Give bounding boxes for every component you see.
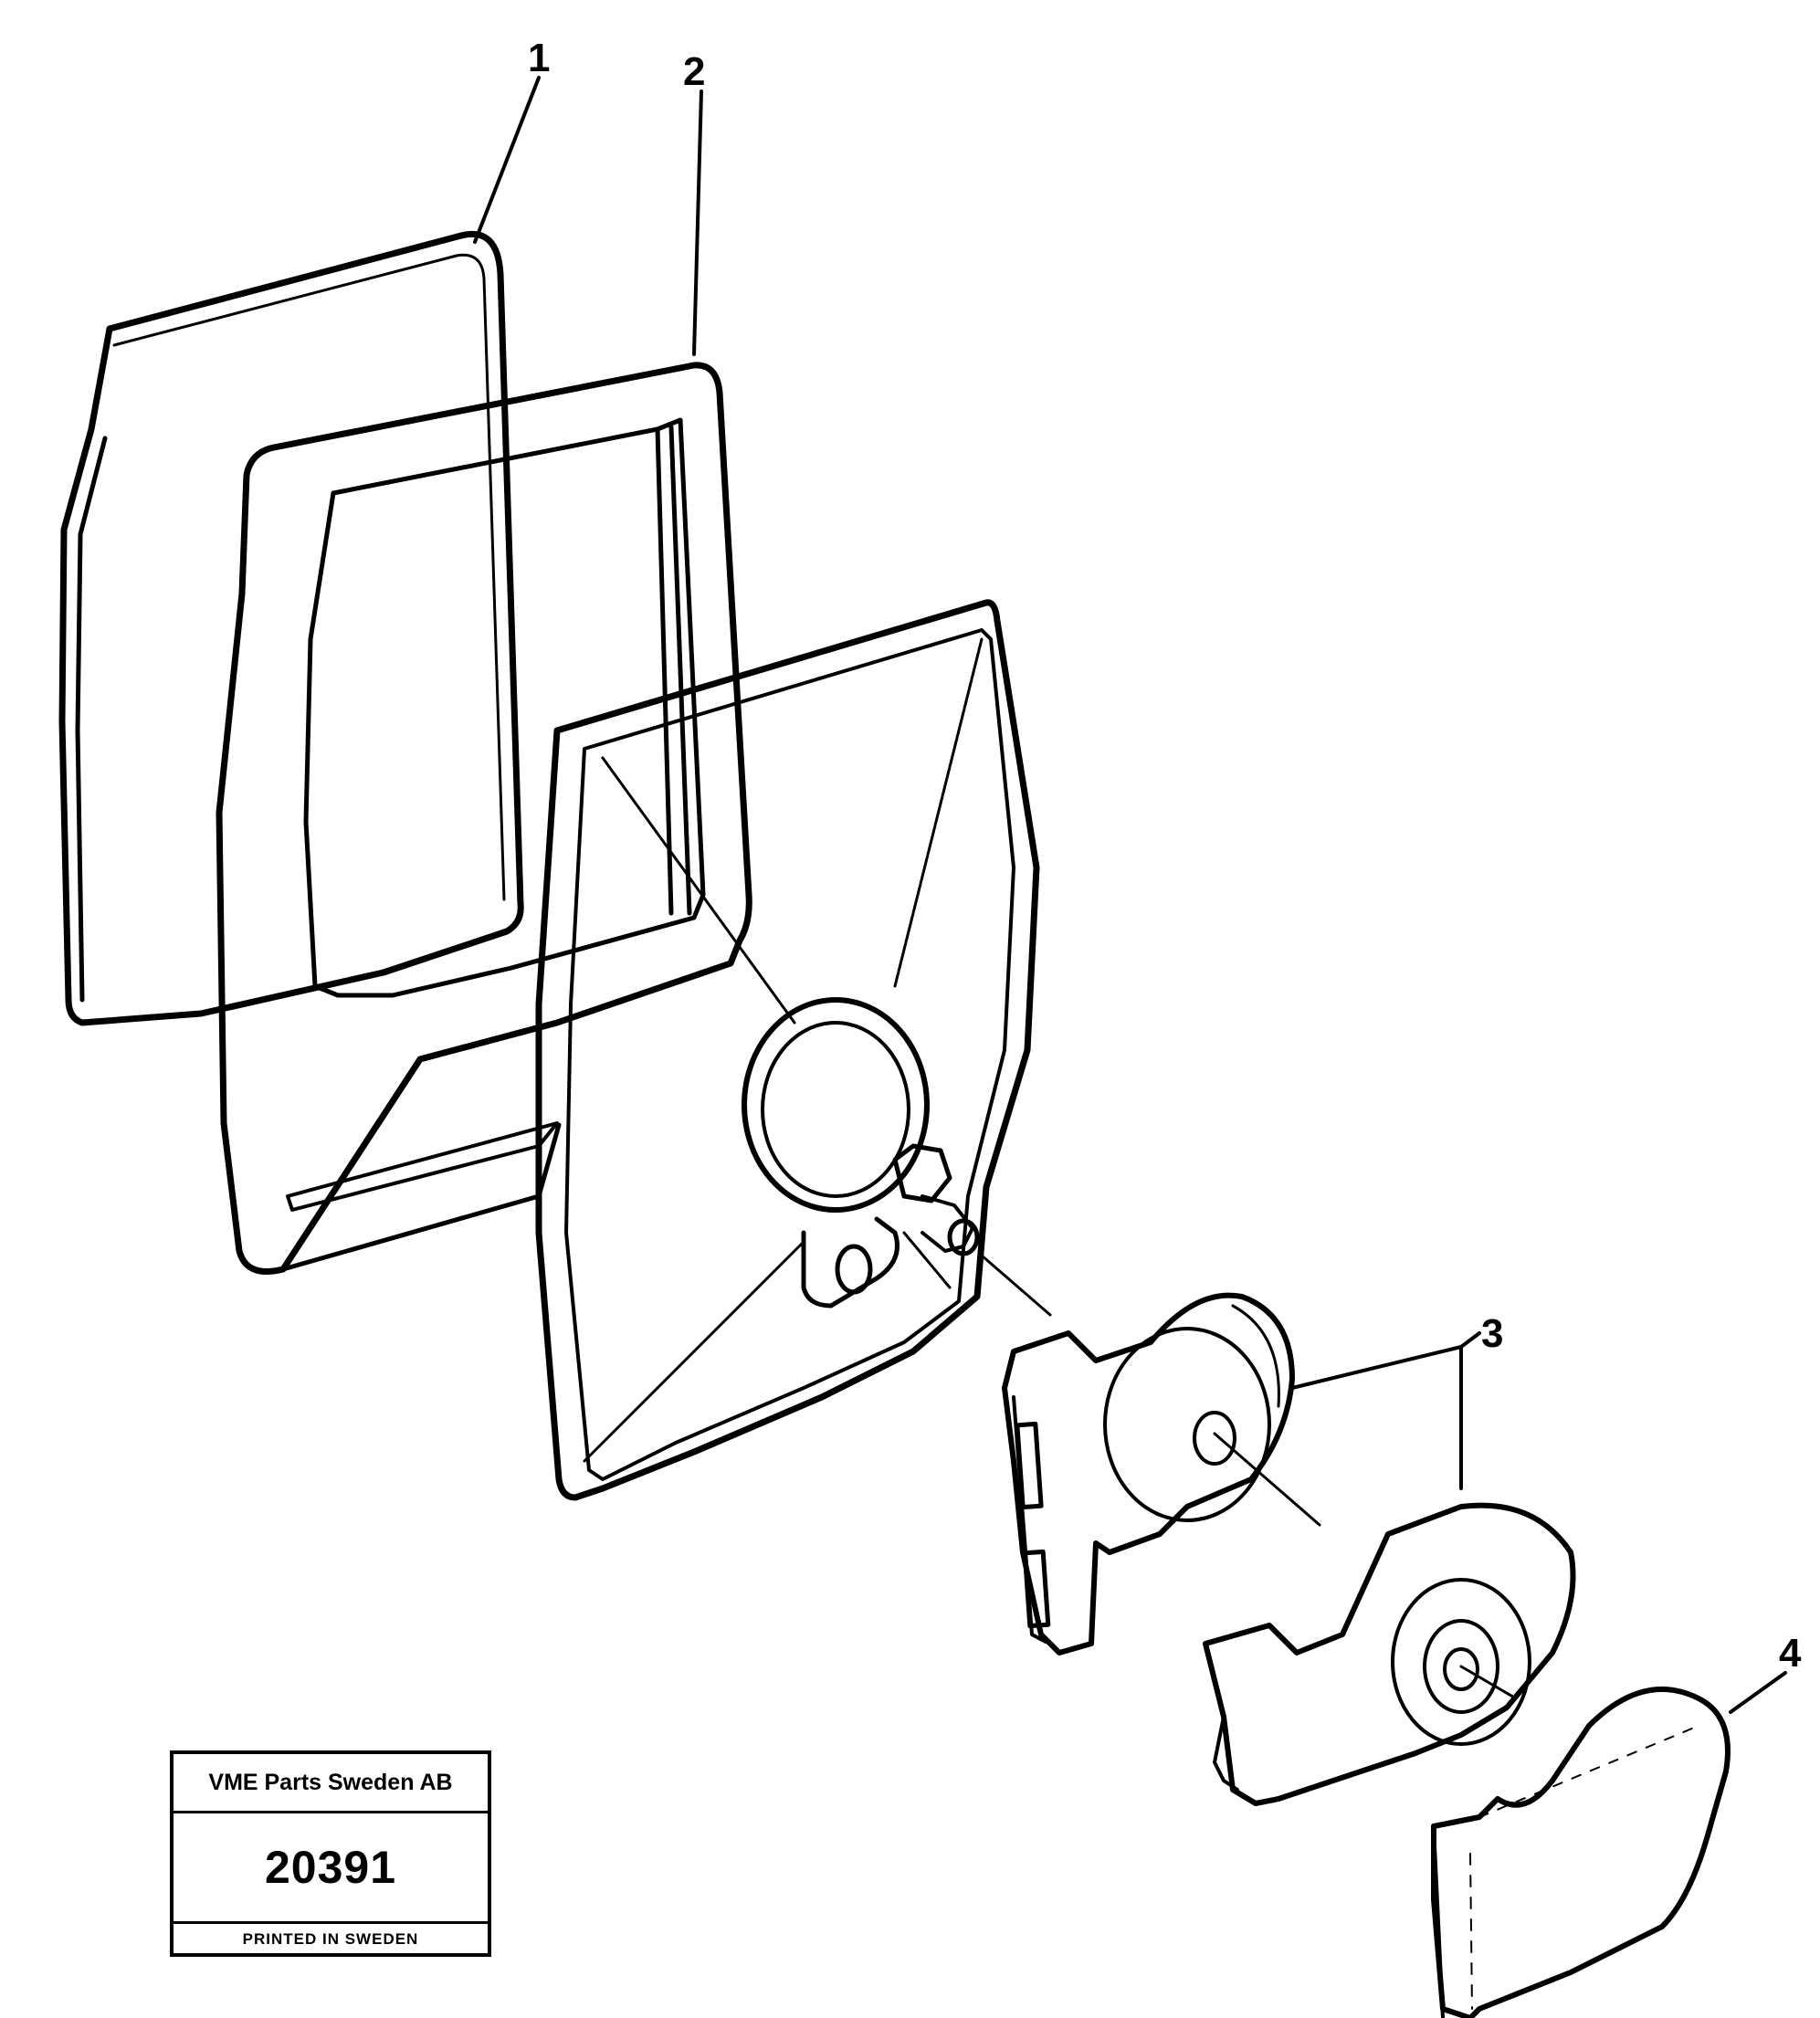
callout-2: 2 <box>683 49 705 94</box>
callout-4: 4 <box>1779 1631 1802 1676</box>
mirror-housing <box>535 599 1040 1501</box>
part-4-cover <box>1431 1687 1731 2018</box>
stamp-number: 20391 <box>264 1842 397 1893</box>
callout-3: 3 <box>1481 1311 1503 1356</box>
leader-line-3 <box>1290 1331 1481 1490</box>
leader-line-2 <box>692 89 703 356</box>
leader-line-4 <box>1729 1671 1787 1714</box>
part-1-mirror-glass <box>58 230 524 1026</box>
assembly-axis-line <box>980 1254 1518 1700</box>
leader-line-1 <box>473 76 541 244</box>
stamp-printed: PRINTED IN SWEDEN <box>174 1921 488 1955</box>
stamp-company: VME Parts Sweden AB <box>174 1754 488 1813</box>
part-2-frame <box>216 362 752 1275</box>
part-3-brackets <box>1002 1292 1576 1806</box>
callout-1: 1 <box>528 36 550 80</box>
publisher-stamp: VME Parts Sweden AB 20391 PRINTED IN SWE… <box>170 1750 491 1957</box>
